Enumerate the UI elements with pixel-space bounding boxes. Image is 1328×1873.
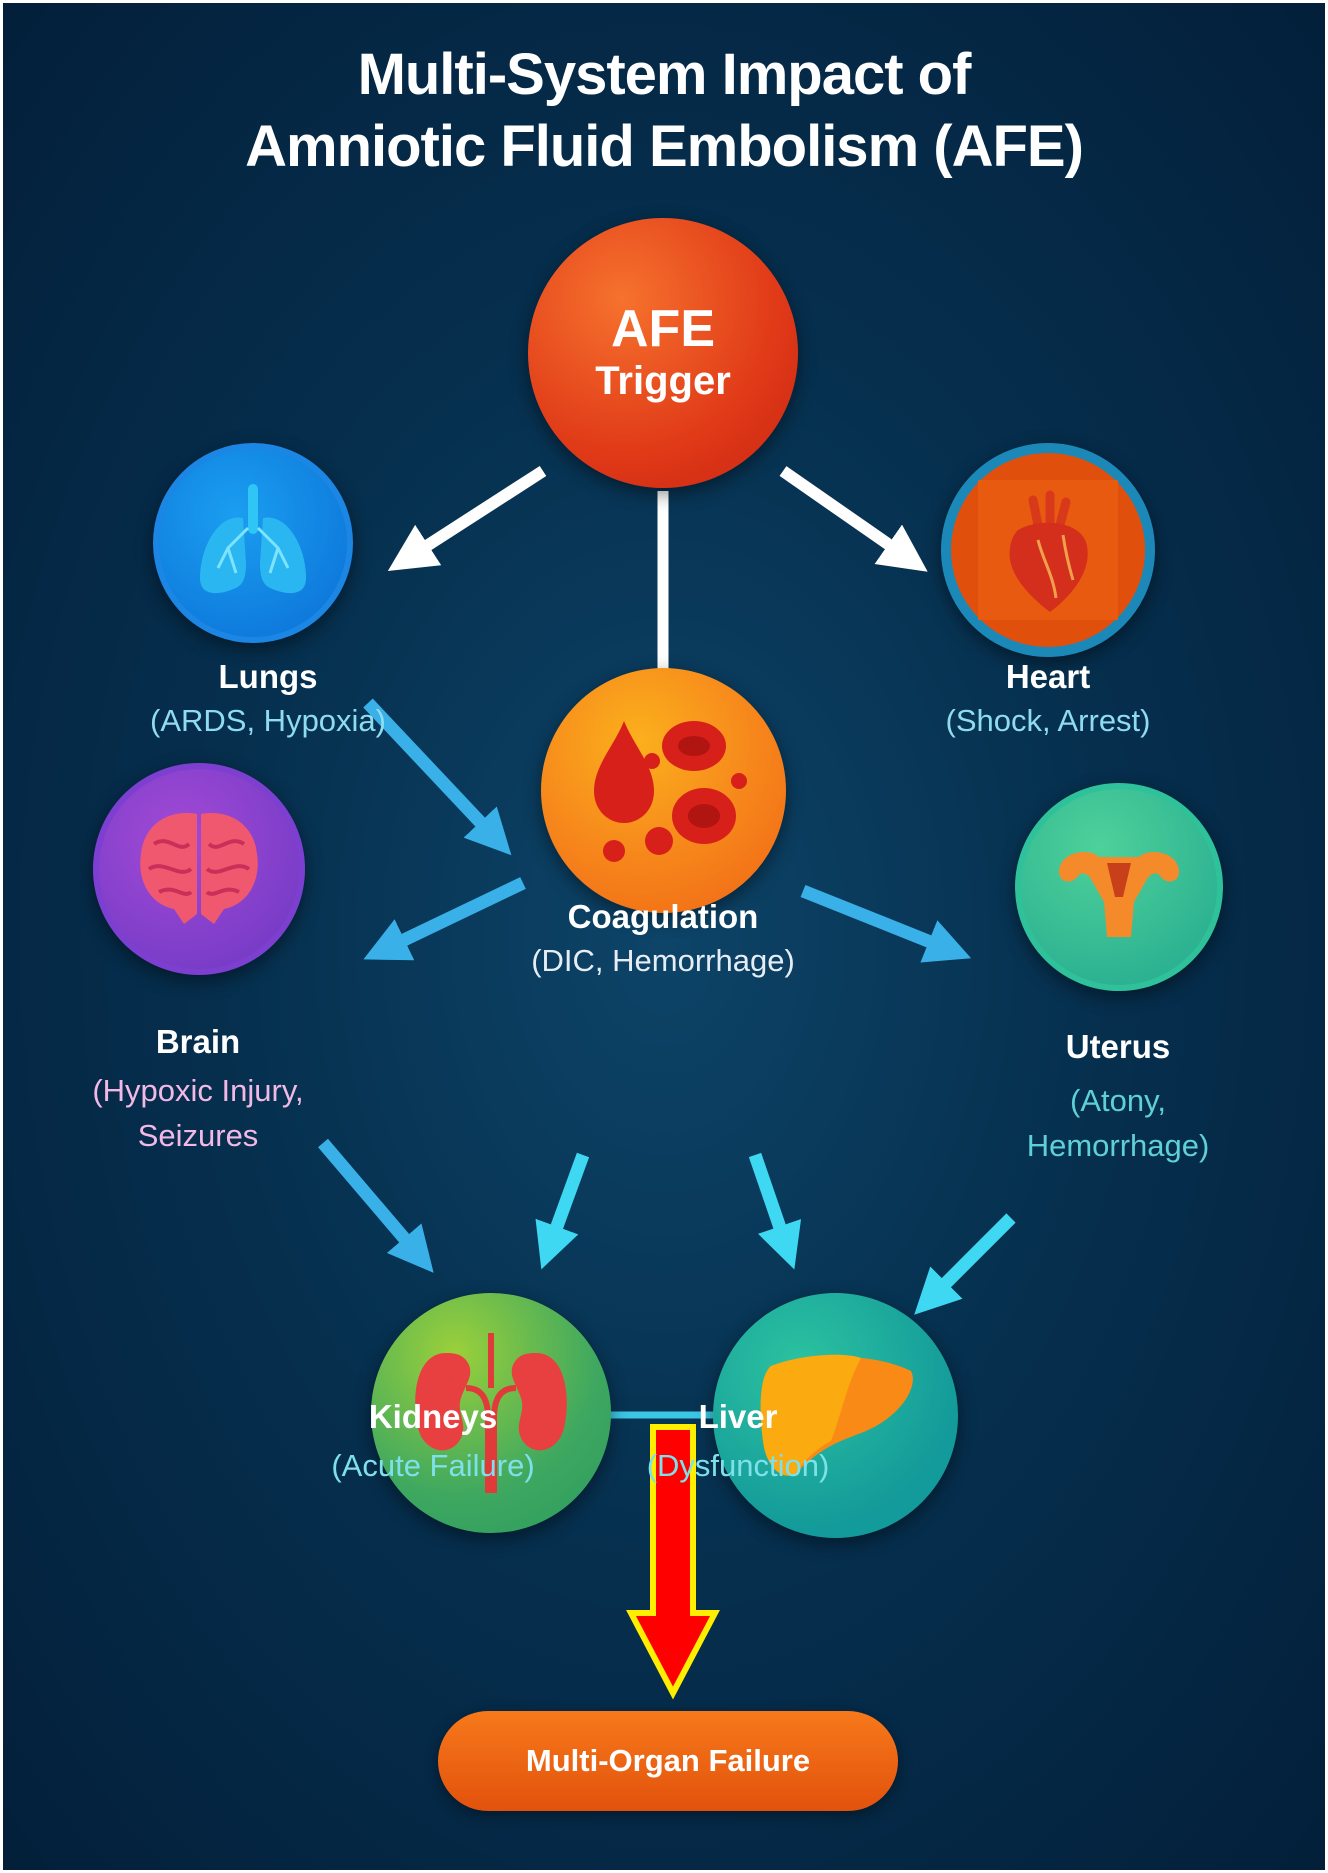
title-line-2: Amniotic Fluid Embolism (AFE) <box>245 114 1084 179</box>
kidneys-icon <box>415 1333 567 1493</box>
kidneys-effects: (Acute Failure) <box>331 1448 535 1483</box>
arrow-trigger-to-lungs <box>387 465 547 572</box>
arrow-brain-to-kidneys <box>318 1138 434 1273</box>
infographic: Multi-System Impact of Amniotic Fluid Em… <box>3 3 1325 1870</box>
uterus-effects-line-2: Hemorrhage) <box>1026 1128 1210 1163</box>
brain-effects-line-2: Seizures <box>137 1118 259 1153</box>
multi-organ-failure-badge: Multi-Organ Failure <box>438 1711 898 1811</box>
heart-icon <box>978 480 1118 620</box>
connector-arrows <box>318 465 1016 1700</box>
kidneys-label: Kidneys <box>368 1398 498 1435</box>
liver-icon <box>760 1354 913 1476</box>
lungs-label: Lungs <box>218 658 318 695</box>
liver-effects: (Dysfunction) <box>646 1448 830 1483</box>
trigger-subtitle: Trigger <box>595 359 731 403</box>
liver-node <box>713 1293 958 1538</box>
brain-label: Brain <box>155 1023 241 1060</box>
liver-label: Liver <box>698 1398 778 1435</box>
brain-node <box>93 763 305 975</box>
heart-label: Heart <box>1005 658 1091 695</box>
lungs-effects: (ARDS, Hypoxia) <box>150 703 386 738</box>
uterus-effects-line-1: (Atony, <box>1070 1083 1166 1118</box>
arrow-trigger-to-heart <box>779 466 928 572</box>
arrow-coagulation-to-uterus <box>800 884 972 963</box>
title-line-1: Multi-System Impact of <box>357 42 972 107</box>
trigger-title: AFE <box>611 300 715 358</box>
brain-effects-line-1: (Hypoxic Injury, <box>92 1073 304 1108</box>
heart-node <box>941 443 1155 657</box>
uterus-label: Uterus <box>1065 1028 1171 1065</box>
arrow-lungs-to-coagulation <box>363 698 512 856</box>
coagulation-effects: (DIC, Hemorrhage) <box>531 943 795 978</box>
brain-icon <box>140 813 258 924</box>
coagulation-node <box>541 668 786 913</box>
uterus-node <box>1015 783 1223 991</box>
arrow-coagulation-to-kidneys <box>535 1152 590 1270</box>
afe-trigger-node: AFE Trigger <box>528 218 798 488</box>
lungs-icon <box>200 484 306 594</box>
heart-effects: (Shock, Arrest) <box>945 703 1151 738</box>
final-arrow-to-outcome <box>626 1424 720 1700</box>
arrow-coagulation-to-brain <box>363 877 526 961</box>
blood-cells-icon <box>593 720 747 862</box>
coagulation-label: Coagulation <box>567 898 759 935</box>
lungs-node <box>153 443 353 643</box>
arrow-coagulation-to-liver <box>748 1152 802 1270</box>
uterus-icon <box>1059 852 1179 937</box>
kidneys-node <box>371 1293 611 1533</box>
arrow-uterus-to-liver <box>914 1213 1016 1315</box>
